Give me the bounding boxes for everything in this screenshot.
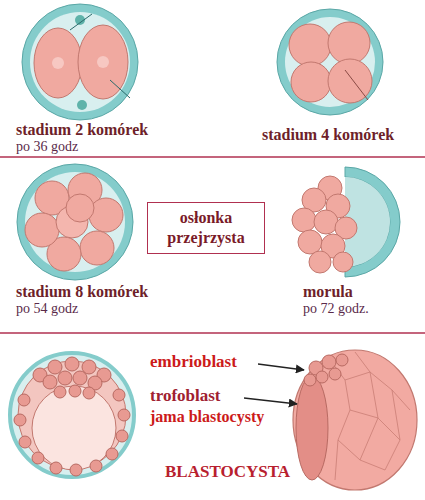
time-note: po 72 godz. — [303, 301, 369, 317]
blastocyst-section — [10, 353, 134, 477]
part-name: trofoblast — [150, 386, 221, 406]
time-note: po 54 godz — [16, 301, 78, 317]
stage-name: stadium 8 komórek — [16, 283, 148, 301]
stage-name: stadium 2 komórek — [16, 121, 148, 139]
eight-cell-embryo — [17, 164, 133, 280]
leader-line — [258, 364, 304, 370]
leader-line — [244, 398, 297, 404]
blastocyst-3d — [293, 350, 417, 490]
stage-name: stadium 4 komórek — [262, 126, 394, 144]
part-name: embrioblast — [150, 352, 237, 372]
stage-name: morula — [303, 283, 353, 301]
term-box: osłonka przejrzysta — [147, 202, 265, 254]
term-text: osłonka przejrzysta — [156, 208, 256, 248]
part-name: jama blastocysty — [150, 408, 264, 426]
morula-embryo — [292, 167, 400, 277]
time-note: po 36 godz — [16, 139, 78, 155]
two-cell-embryo — [22, 4, 138, 120]
figure-title: BLASTOCYSTA — [165, 462, 290, 482]
four-cell-embryo — [277, 9, 383, 115]
